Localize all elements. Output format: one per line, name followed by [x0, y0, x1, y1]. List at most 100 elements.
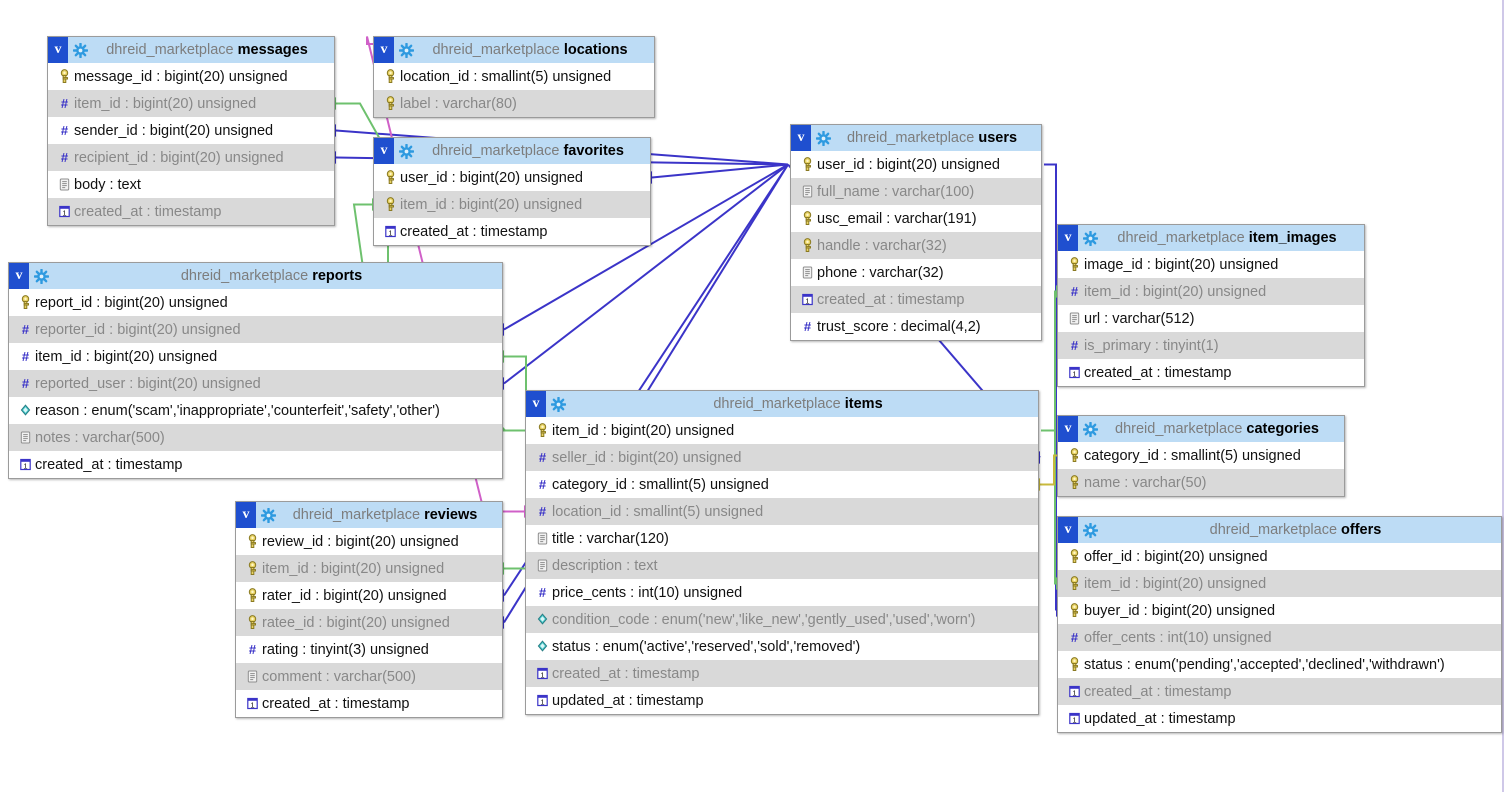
- gear-icon[interactable]: [1078, 517, 1102, 543]
- column-row[interactable]: #item_id : bigint(20) unsigned: [9, 343, 502, 370]
- column-row[interactable]: category_id : smallint(5) unsigned: [1058, 442, 1344, 469]
- schema-name: dhreid_marketplace: [180, 268, 309, 284]
- v-badge-icon: v: [526, 391, 546, 417]
- gear-icon[interactable]: [1078, 225, 1102, 251]
- column-row[interactable]: usc_email : varchar(191): [791, 205, 1041, 232]
- gear-icon[interactable]: [394, 138, 418, 164]
- column-row[interactable]: buyer_id : bigint(20) unsigned: [1058, 597, 1501, 624]
- gear-icon[interactable]: [546, 391, 570, 417]
- column-row[interactable]: notes : varchar(500): [9, 424, 502, 451]
- column-row[interactable]: offer_id : bigint(20) unsigned: [1058, 543, 1501, 570]
- column-row[interactable]: #seller_id : bigint(20) unsigned: [526, 444, 1038, 471]
- column-row[interactable]: #reported_user : bigint(20) unsigned: [9, 370, 502, 397]
- column-row[interactable]: item_id : bigint(20) unsigned: [374, 191, 650, 218]
- key-icon: [242, 534, 262, 549]
- column-row[interactable]: rater_id : bigint(20) unsigned: [236, 582, 502, 609]
- column-row[interactable]: item_id : bigint(20) unsigned: [526, 417, 1038, 444]
- column-row[interactable]: #offer_cents : int(10) unsigned: [1058, 624, 1501, 651]
- column-label: usc_email : varchar(191): [817, 210, 977, 227]
- column-row[interactable]: #sender_id : bigint(20) unsigned: [48, 117, 334, 144]
- column-row[interactable]: review_id : bigint(20) unsigned: [236, 528, 502, 555]
- column-row[interactable]: message_id : bigint(20) unsigned: [48, 63, 334, 90]
- column-row[interactable]: #item_id : bigint(20) unsigned: [48, 90, 334, 117]
- key-icon: [380, 69, 400, 84]
- column-label: reason : enum('scam','inappropriate','co…: [35, 402, 440, 419]
- column-row[interactable]: title : varchar(120): [526, 525, 1038, 552]
- column-row[interactable]: description : text: [526, 552, 1038, 579]
- column-label: user_id : bigint(20) unsigned: [400, 169, 583, 186]
- column-label: created_at : timestamp: [817, 291, 965, 308]
- column-row[interactable]: #recipient_id : bigint(20) unsigned: [48, 144, 334, 171]
- column-row[interactable]: ratee_id : bigint(20) unsigned: [236, 609, 502, 636]
- column-row[interactable]: status : enum('pending','accepted','decl…: [1058, 651, 1501, 678]
- column-row[interactable]: #location_id : smallint(5) unsigned: [526, 498, 1038, 525]
- column-row[interactable]: item_id : bigint(20) unsigned: [1058, 570, 1501, 597]
- gear-icon[interactable]: [811, 125, 835, 151]
- schema-name: dhreid_marketplace: [432, 143, 560, 159]
- gear-icon[interactable]: [394, 37, 418, 63]
- column-row[interactable]: comment : varchar(500): [236, 663, 502, 690]
- column-row[interactable]: handle : varchar(32): [791, 232, 1041, 259]
- column-row[interactable]: #reporter_id : bigint(20) unsigned: [9, 316, 502, 343]
- column-row[interactable]: report_id : bigint(20) unsigned: [9, 289, 502, 316]
- column-row[interactable]: url : varchar(512): [1058, 305, 1364, 332]
- gear-icon[interactable]: [68, 37, 92, 63]
- column-row[interactable]: #trust_score : decimal(4,2): [791, 313, 1041, 340]
- column-label: comment : varchar(500): [262, 668, 416, 685]
- column-row[interactable]: user_id : bigint(20) unsigned: [791, 151, 1041, 178]
- column-row[interactable]: user_id : bigint(20) unsigned: [374, 164, 650, 191]
- column-row[interactable]: full_name : varchar(100): [791, 178, 1041, 205]
- column-row[interactable]: name : varchar(50): [1058, 469, 1344, 496]
- column-row[interactable]: condition_code : enum('new','like_new','…: [526, 606, 1038, 633]
- column-row[interactable]: #category_id : smallint(5) unsigned: [526, 471, 1038, 498]
- column-row[interactable]: phone : varchar(32): [791, 259, 1041, 286]
- column-row[interactable]: location_id : smallint(5) unsigned: [374, 63, 654, 90]
- column-row[interactable]: #price_cents : int(10) unsigned: [526, 579, 1038, 606]
- text-icon: [797, 184, 817, 199]
- column-row[interactable]: #item_id : bigint(20) unsigned: [1058, 278, 1364, 305]
- schema-name: dhreid_marketplace: [432, 42, 560, 58]
- column-row[interactable]: item_id : bigint(20) unsigned: [236, 555, 502, 582]
- gear-icon[interactable]: [1078, 416, 1102, 442]
- column-row[interactable]: status : enum('active','reserved','sold'…: [526, 633, 1038, 660]
- column-row[interactable]: image_id : bigint(20) unsigned: [1058, 251, 1364, 278]
- gear-icon[interactable]: [29, 263, 53, 289]
- column-row[interactable]: body : text: [48, 171, 334, 198]
- column-row[interactable]: #rating : tinyint(3) unsigned: [236, 636, 502, 663]
- column-row[interactable]: #is_primary : tinyint(1): [1058, 332, 1364, 359]
- column-row[interactable]: label : varchar(80): [374, 90, 654, 117]
- column-row[interactable]: reason : enum('scam','inappropriate','co…: [9, 397, 502, 424]
- gear-icon[interactable]: [256, 502, 280, 528]
